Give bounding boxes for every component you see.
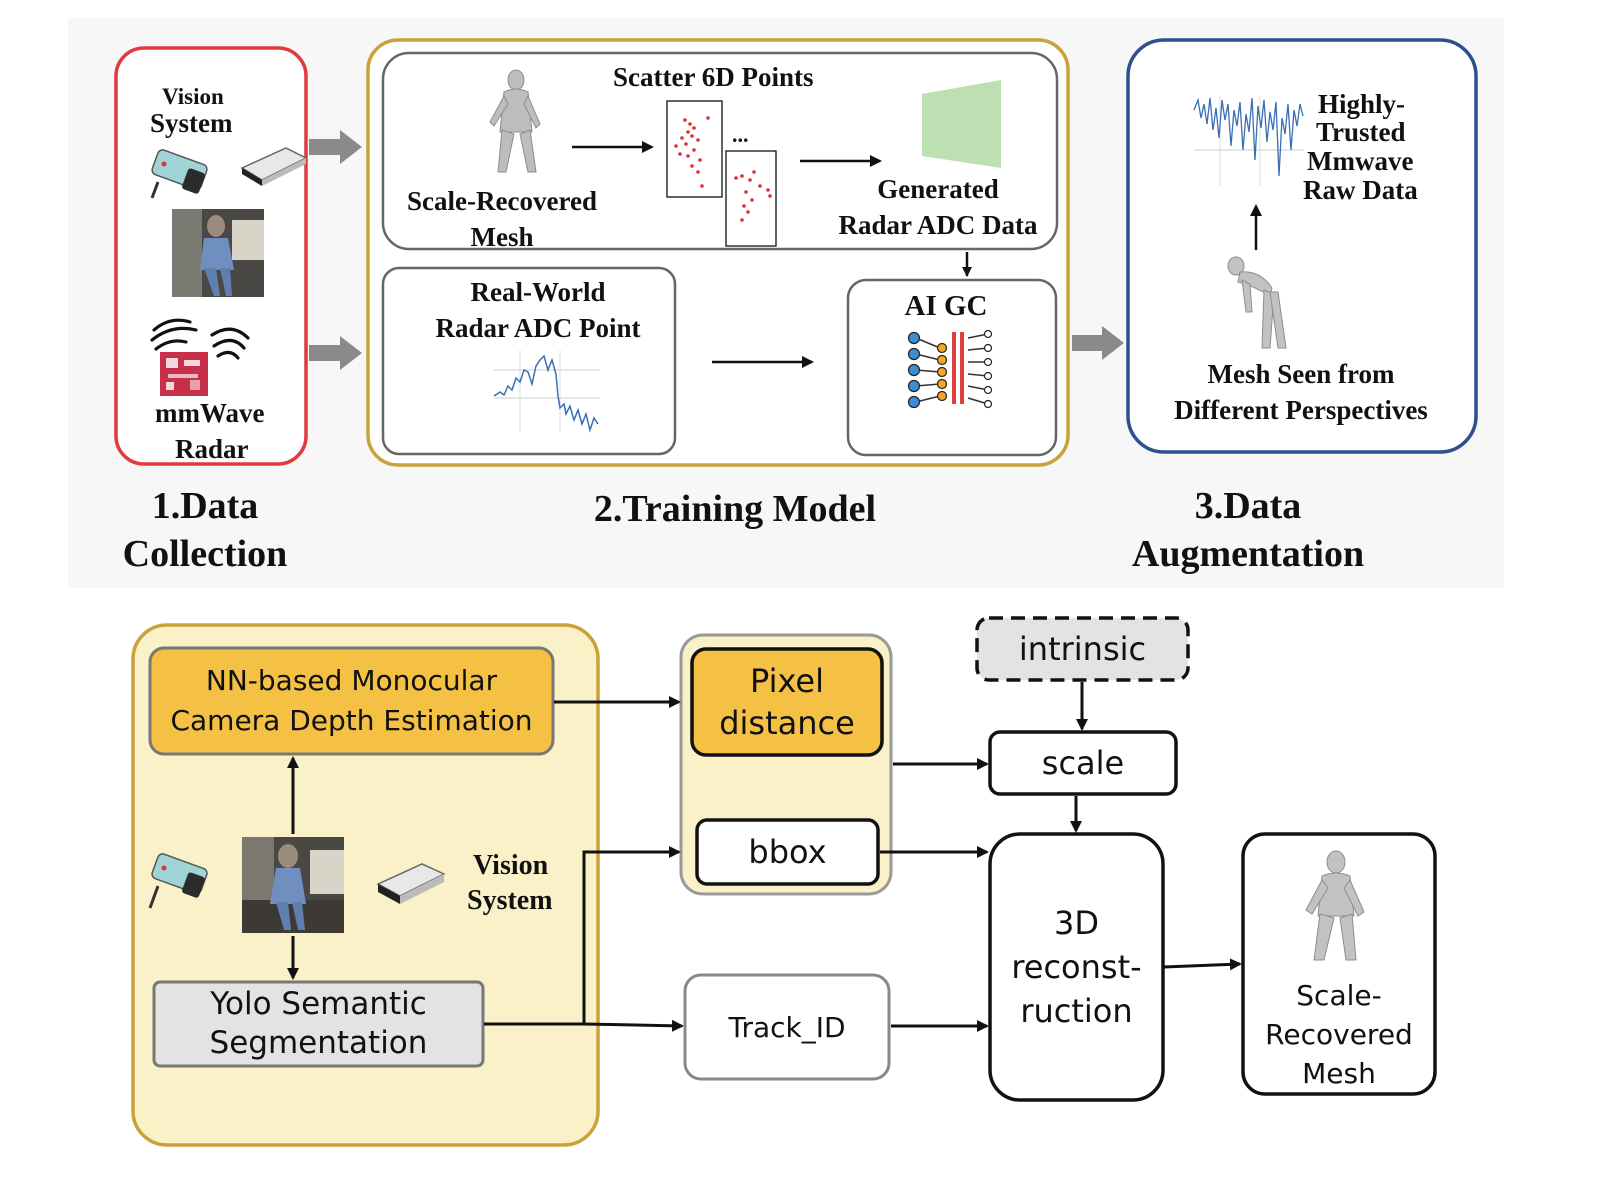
trusted-label-3: Mmwave: [1307, 146, 1414, 176]
person-photo: [172, 209, 264, 297]
yolo-label-1: Yolo Semantic: [210, 986, 427, 1022]
wifi-signal-icon: [150, 318, 250, 360]
track-id-label: Track_ID: [728, 1010, 846, 1044]
scale-recovered-mesh-label-1: Scale-: [1296, 979, 1382, 1012]
realworld-label-1: Real-World: [470, 277, 606, 307]
human-mesh-icon: [489, 69, 541, 173]
reconstruction-label-3: ruction: [1020, 992, 1133, 1030]
person-photo-bottom: [242, 837, 344, 933]
scale-recovered-mesh-box: [1241, 832, 1437, 1096]
bbox-label: bbox: [748, 833, 827, 871]
depth-camera-icon-bottom: [376, 863, 446, 904]
pixel-distance-label-1: Pixel: [749, 662, 824, 700]
track-id-box: [683, 973, 891, 1081]
yolo-label-2: Segmentation: [209, 1025, 428, 1061]
scatter-title: Scatter 6D Points: [613, 62, 814, 92]
block-arrow-radar-to-training: [309, 336, 362, 370]
yolo-label: Yolo Semantic Segmentation: [154, 982, 483, 1066]
arrow-yolo-to-bbox: [484, 846, 681, 1026]
security-camera-icon: [150, 149, 208, 199]
pixel-distance-label: Pixel distance: [692, 649, 882, 755]
aigc-label: AI GC: [904, 290, 988, 322]
scatter-ellipsis: ...: [732, 122, 749, 147]
radar-label-2: Radar: [175, 434, 249, 464]
block-arrow-vision-to-training: [309, 130, 362, 164]
vision-label-1: Vision: [162, 84, 224, 109]
reconstruction-label: 3D reconst- ruction: [990, 834, 1163, 1100]
scale-recovered-mesh-label-3: Mesh: [1302, 1057, 1376, 1090]
scale-box: [988, 730, 1178, 796]
radar-label-1: mmWave: [155, 398, 265, 428]
bent-human-mesh-icon: [1227, 256, 1287, 349]
data-augmentation-box: [1126, 38, 1478, 454]
raw-data-waveform-plot: [1193, 96, 1304, 186]
trusted-label-1: Highly-: [1318, 89, 1406, 119]
data-collection-caption-1: 1.Data: [151, 485, 259, 527]
generated-radar-data-icon: [922, 80, 1001, 168]
intrinsic-box: [975, 616, 1190, 682]
generated-label-1: Generated: [877, 174, 999, 204]
depth-estimation-label: NN-based Monocular Camera Depth Estimati…: [150, 648, 553, 754]
scatter-points-1: [674, 116, 710, 188]
real-world-waveform-plot: [493, 350, 600, 433]
depth-estimation-label-1: NN-based Monocular: [205, 664, 498, 697]
vision-system-label-2: System: [467, 885, 553, 916]
bbox-box: [695, 818, 880, 886]
mesh-seen-label-1: Mesh Seen from: [1207, 359, 1395, 389]
radar-board-icon: [160, 352, 208, 396]
trusted-label-4: Raw Data: [1303, 175, 1418, 205]
trusted-label-2: Trusted: [1316, 117, 1406, 147]
neural-network-icon: [907, 329, 993, 409]
data-augmentation-caption-2: Augmentation: [1131, 533, 1365, 575]
depth-estimation-box: [148, 646, 555, 756]
scatter-points-2: [734, 170, 772, 222]
security-camera-icon-bottom: [148, 853, 208, 909]
vision-system-label-1: Vision: [473, 850, 549, 881]
pixel-distance-label-2: distance: [719, 704, 855, 742]
scale-recovered-mesh-label: Scale- Recovered Mesh: [1243, 976, 1435, 1093]
output-human-mesh-icon: [1305, 850, 1365, 961]
vision-label-2: System: [150, 108, 233, 138]
scale-label: scale: [1041, 744, 1125, 782]
reconstruction-box: [988, 832, 1165, 1102]
data-collection-caption-2: Collection: [122, 533, 288, 575]
scale-recovered-mesh-label-2: Recovered: [1265, 1018, 1413, 1051]
reconstruction-label-2: reconst-: [1011, 948, 1142, 986]
realworld-label-2: Radar ADC Point: [435, 313, 641, 343]
mesh-label-1: Scale-Recovered: [407, 186, 597, 216]
data-augmentation-caption-1: 3.Data: [1194, 485, 1302, 527]
mesh-seen-label-2: Different Perspectives: [1174, 395, 1428, 425]
training-model-caption: 2.Training Model: [593, 488, 877, 530]
depth-camera-icon: [240, 147, 308, 186]
real-world-box: [381, 266, 677, 456]
arrow-reconstruction-to-mesh: [1163, 958, 1242, 971]
arrow-yolo-to-trackid: [583, 1019, 684, 1032]
mesh-label-2: Mesh: [470, 222, 534, 252]
depth-estimation-label-2: Camera Depth Estimation: [170, 704, 533, 737]
block-arrow-training-to-augmentation: [1072, 326, 1124, 360]
pixel-distance-box: [690, 647, 884, 757]
reconstruction-label-1: 3D: [1054, 904, 1099, 942]
intrinsic-label: intrinsic: [1018, 630, 1147, 668]
generated-label-2: Radar ADC Data: [838, 210, 1038, 240]
scatter-plot-2: [725, 150, 777, 247]
yolo-segmentation-box: [152, 980, 485, 1068]
